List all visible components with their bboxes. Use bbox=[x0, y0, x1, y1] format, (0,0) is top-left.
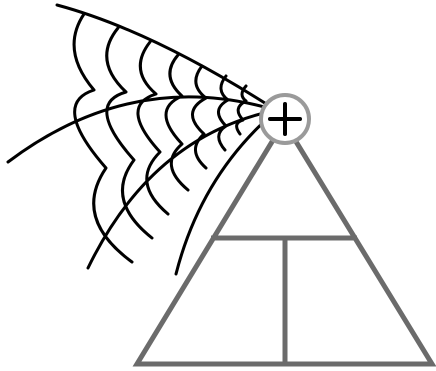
formula-triangle bbox=[137, 122, 432, 364]
spider-web-icon bbox=[8, 5, 268, 274]
add-node-button[interactable] bbox=[261, 95, 309, 143]
